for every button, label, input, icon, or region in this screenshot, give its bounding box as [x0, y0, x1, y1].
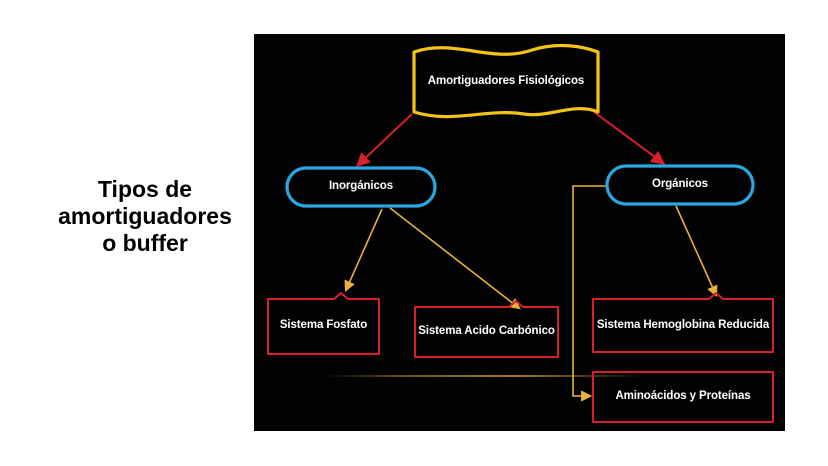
- slide-title-line-3: o buffer: [102, 230, 188, 256]
- carbonic-node-label: Sistema Acido Carbónico: [418, 325, 555, 337]
- arrow-inorganic-to-carbonic: [389, 207, 521, 310]
- glow-divider: [324, 375, 644, 377]
- inorganic-node-shape: [285, 166, 437, 208]
- arrow-root-to-organic: [593, 111, 666, 165]
- phosphate-node-shape: [267, 292, 380, 355]
- root-node-banner: [412, 43, 600, 119]
- arrow-organic-to-hemoglobin: [675, 205, 718, 298]
- phosphate-node-label: Sistema Fosfato: [279, 319, 368, 331]
- arrow-inorganic-to-phosphate: [344, 208, 383, 293]
- organic-node-shape: [605, 164, 755, 206]
- arrow-organic-to-amino: [572, 185, 606, 402]
- diagram-canvas: [267, 43, 774, 423]
- slide-title-line-2: amortiguadores: [58, 203, 232, 229]
- arrow-root-to-inorganic: [355, 113, 413, 167]
- amino-node-shape: [592, 371, 774, 423]
- inorganic-node-label: Inorgánicos: [328, 180, 394, 192]
- hemoglobin-node-label: Sistema Hemoglobina Reducida: [596, 319, 770, 331]
- hemoglobin-node-shape: [592, 292, 774, 353]
- diagram-panel: Amortiguadores Fisiológicos Inorgánicos …: [254, 34, 785, 431]
- organic-node-label: Orgánicos: [652, 178, 708, 190]
- carbonic-node-shape: [414, 300, 559, 358]
- root-node-label: Amortiguadores Fisiológicos: [427, 75, 585, 87]
- slide-title: Tipos de amortiguadores o buffer: [50, 176, 240, 257]
- slide-title-line-1: Tipos de: [97, 176, 193, 202]
- amino-node-label: Aminoácidos y Proteínas: [615, 390, 751, 402]
